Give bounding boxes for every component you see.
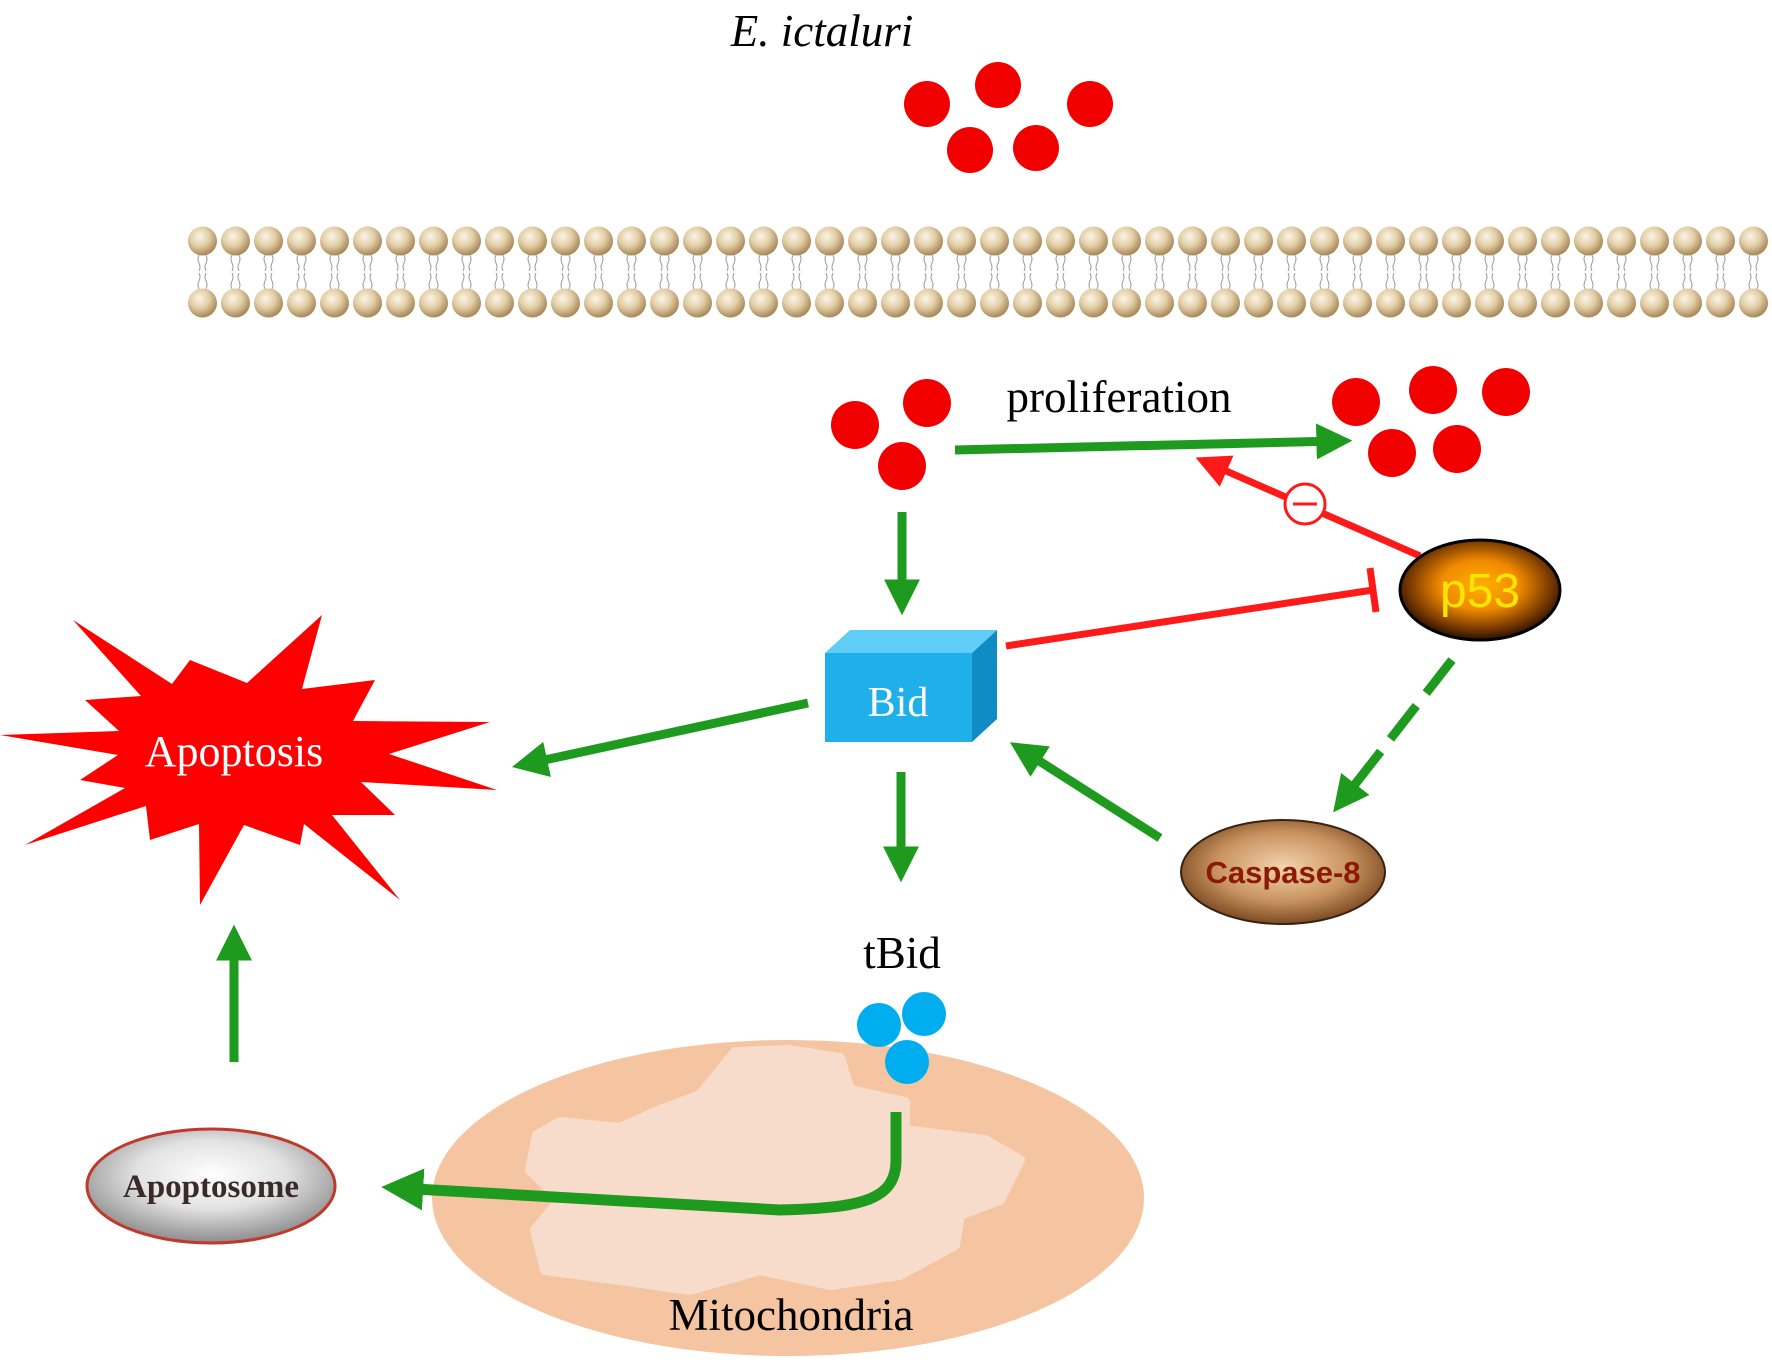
- bacterium: [904, 81, 950, 127]
- p53-node: p53: [1398, 538, 1562, 642]
- intracellular-bacteria-left: [831, 379, 951, 490]
- lipid-bilayer-icon: [186, 226, 1770, 318]
- caspase8-to-bid-arrow: [1009, 742, 1163, 842]
- bacterium: [1067, 81, 1113, 127]
- p53-label: p53: [1440, 565, 1520, 618]
- caspase8-node: Caspase-8: [1180, 819, 1386, 925]
- bacterium: [1332, 378, 1380, 426]
- bid-to-apoptosis-arrow: [511, 698, 809, 778]
- tbid-molecules: [857, 992, 946, 1084]
- tbid-molecule: [857, 1003, 901, 1047]
- minus-circle-icon: [1283, 482, 1327, 526]
- tbid-label: tBid: [863, 928, 941, 978]
- bacterium: [1013, 125, 1059, 171]
- apoptosome-label: Apoptosome: [123, 1169, 299, 1205]
- bacterium: [947, 127, 993, 173]
- p53-to-caspase8-arrow: [1333, 657, 1456, 813]
- bacterium: [1409, 366, 1457, 414]
- mitochondria-to-apoptosome-arrow: [381, 1112, 902, 1216]
- apoptosis-burst: [0, 615, 497, 905]
- bid-p53-inhibition: [1005, 567, 1380, 650]
- bid-label: Bid: [868, 680, 929, 726]
- bacterium: [1433, 425, 1481, 473]
- mitochondria-node: Mitochondria: [432, 1040, 1144, 1356]
- caspase8-label: Caspase-8: [1205, 855, 1360, 890]
- bacterium: [878, 442, 926, 490]
- apoptosis-label: Apoptosis: [145, 727, 323, 776]
- bacterium: [1368, 429, 1416, 477]
- bacterium: [1482, 368, 1530, 416]
- proliferation-arrow: [954, 423, 1353, 460]
- bid-node: Bid: [825, 630, 997, 742]
- tbid-molecule: [885, 1040, 929, 1084]
- mitochondria-label: Mitochondria: [669, 1290, 914, 1340]
- intracellular-bacteria-right: [1332, 366, 1530, 477]
- tbid-molecule: [902, 992, 946, 1036]
- bacterium: [831, 401, 879, 449]
- mitochondria-cristae: [525, 1045, 1025, 1295]
- bacterium: [975, 62, 1021, 108]
- extracellular-bacteria: [904, 62, 1113, 173]
- apoptosome-node: Apoptosome: [85, 1127, 337, 1245]
- pathogen-title: E. ictaluri: [730, 6, 913, 56]
- bacterium: [903, 379, 951, 427]
- apoptosis-node: Apoptosis: [0, 615, 497, 905]
- proliferation-label: proliferation: [1007, 372, 1232, 422]
